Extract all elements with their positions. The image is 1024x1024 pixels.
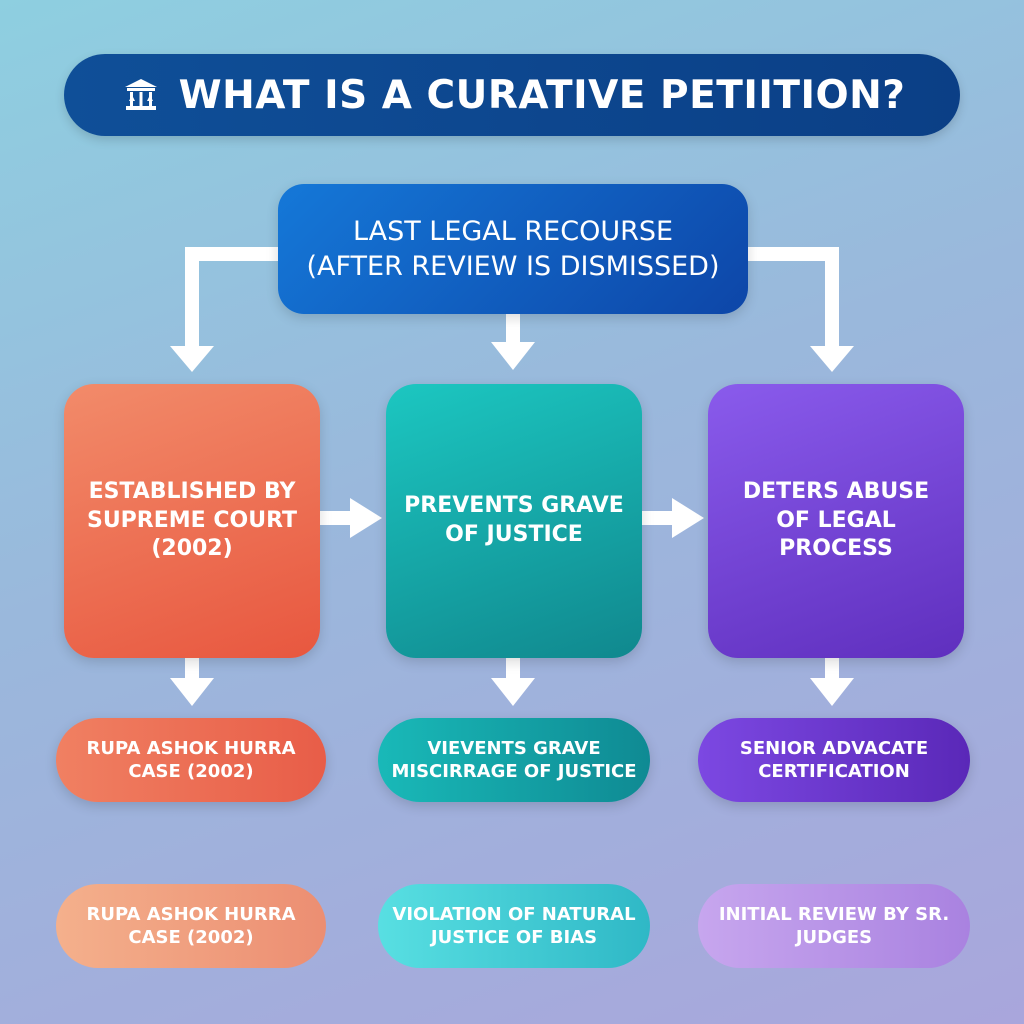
pill-initial-review: INITIAL REVIEW BY SR. JUDGES xyxy=(698,884,970,968)
title-banner: WHAT IS A CURATIVE PETIITION? xyxy=(64,54,960,136)
pill-text: SENIOR ADVACATE CERTIFICATION xyxy=(739,737,929,782)
arrow-top-to-right xyxy=(748,247,839,350)
pill-text: VIEVENTS GRAVE MISCIRRAGE OF JUSTICE xyxy=(391,737,637,782)
box-deters-abuse: DETERS ABUSE OF LEGAL PROCESS xyxy=(708,384,964,658)
pill-rupa-ashok-hurra-2: RUPA ASHOK HURRA CASE (2002) xyxy=(56,884,326,968)
top-box-line2: (AFTER REVIEW IS DISMISSED) xyxy=(306,251,720,282)
pill-violation-natural-justice: VIOLATION OF NATURAL JUSTICE OF BIAS xyxy=(378,884,650,968)
box-text: ESTABLISHED BY SUPREME COURT (2002) xyxy=(86,479,298,562)
pill-text: INITIAL REVIEW BY SR. JUDGES xyxy=(718,903,950,948)
page-title: WHAT IS A CURATIVE PETIITION? xyxy=(178,72,906,118)
pill-text: VIOLATION OF NATURAL JUSTICE OF BIAS xyxy=(392,903,636,948)
courthouse-scales-icon xyxy=(119,73,163,117)
top-box-line1: LAST LEGAL RECOURSE xyxy=(352,215,674,247)
box-prevents-grave: PREVENTS GRAVE OF JUSTICE xyxy=(386,384,642,658)
box-established-by-supreme-court: ESTABLISHED BY SUPREME COURT (2002) xyxy=(64,384,320,658)
box-text: DETERS ABUSE OF LEGAL PROCESS xyxy=(742,479,930,562)
pill-text: RUPA ASHOK HURRA CASE (2002) xyxy=(86,903,296,948)
box-text: PREVENTS GRAVE OF JUSTICE xyxy=(404,493,624,547)
arrow-top-to-left xyxy=(185,247,278,350)
pill-rupa-ashok-hurra: RUPA ASHOK HURRA CASE (2002) xyxy=(56,718,326,802)
pill-text: RUPA ASHOK HURRA CASE (2002) xyxy=(86,737,296,782)
pill-senior-advocate: SENIOR ADVACATE CERTIFICATION xyxy=(698,718,970,802)
pill-vievents-grave: VIEVENTS GRAVE MISCIRRAGE OF JUSTICE xyxy=(378,718,650,802)
top-box-last-legal-recourse: LAST LEGAL RECOURSE (AFTER REVIEW IS DIS… xyxy=(278,184,748,314)
